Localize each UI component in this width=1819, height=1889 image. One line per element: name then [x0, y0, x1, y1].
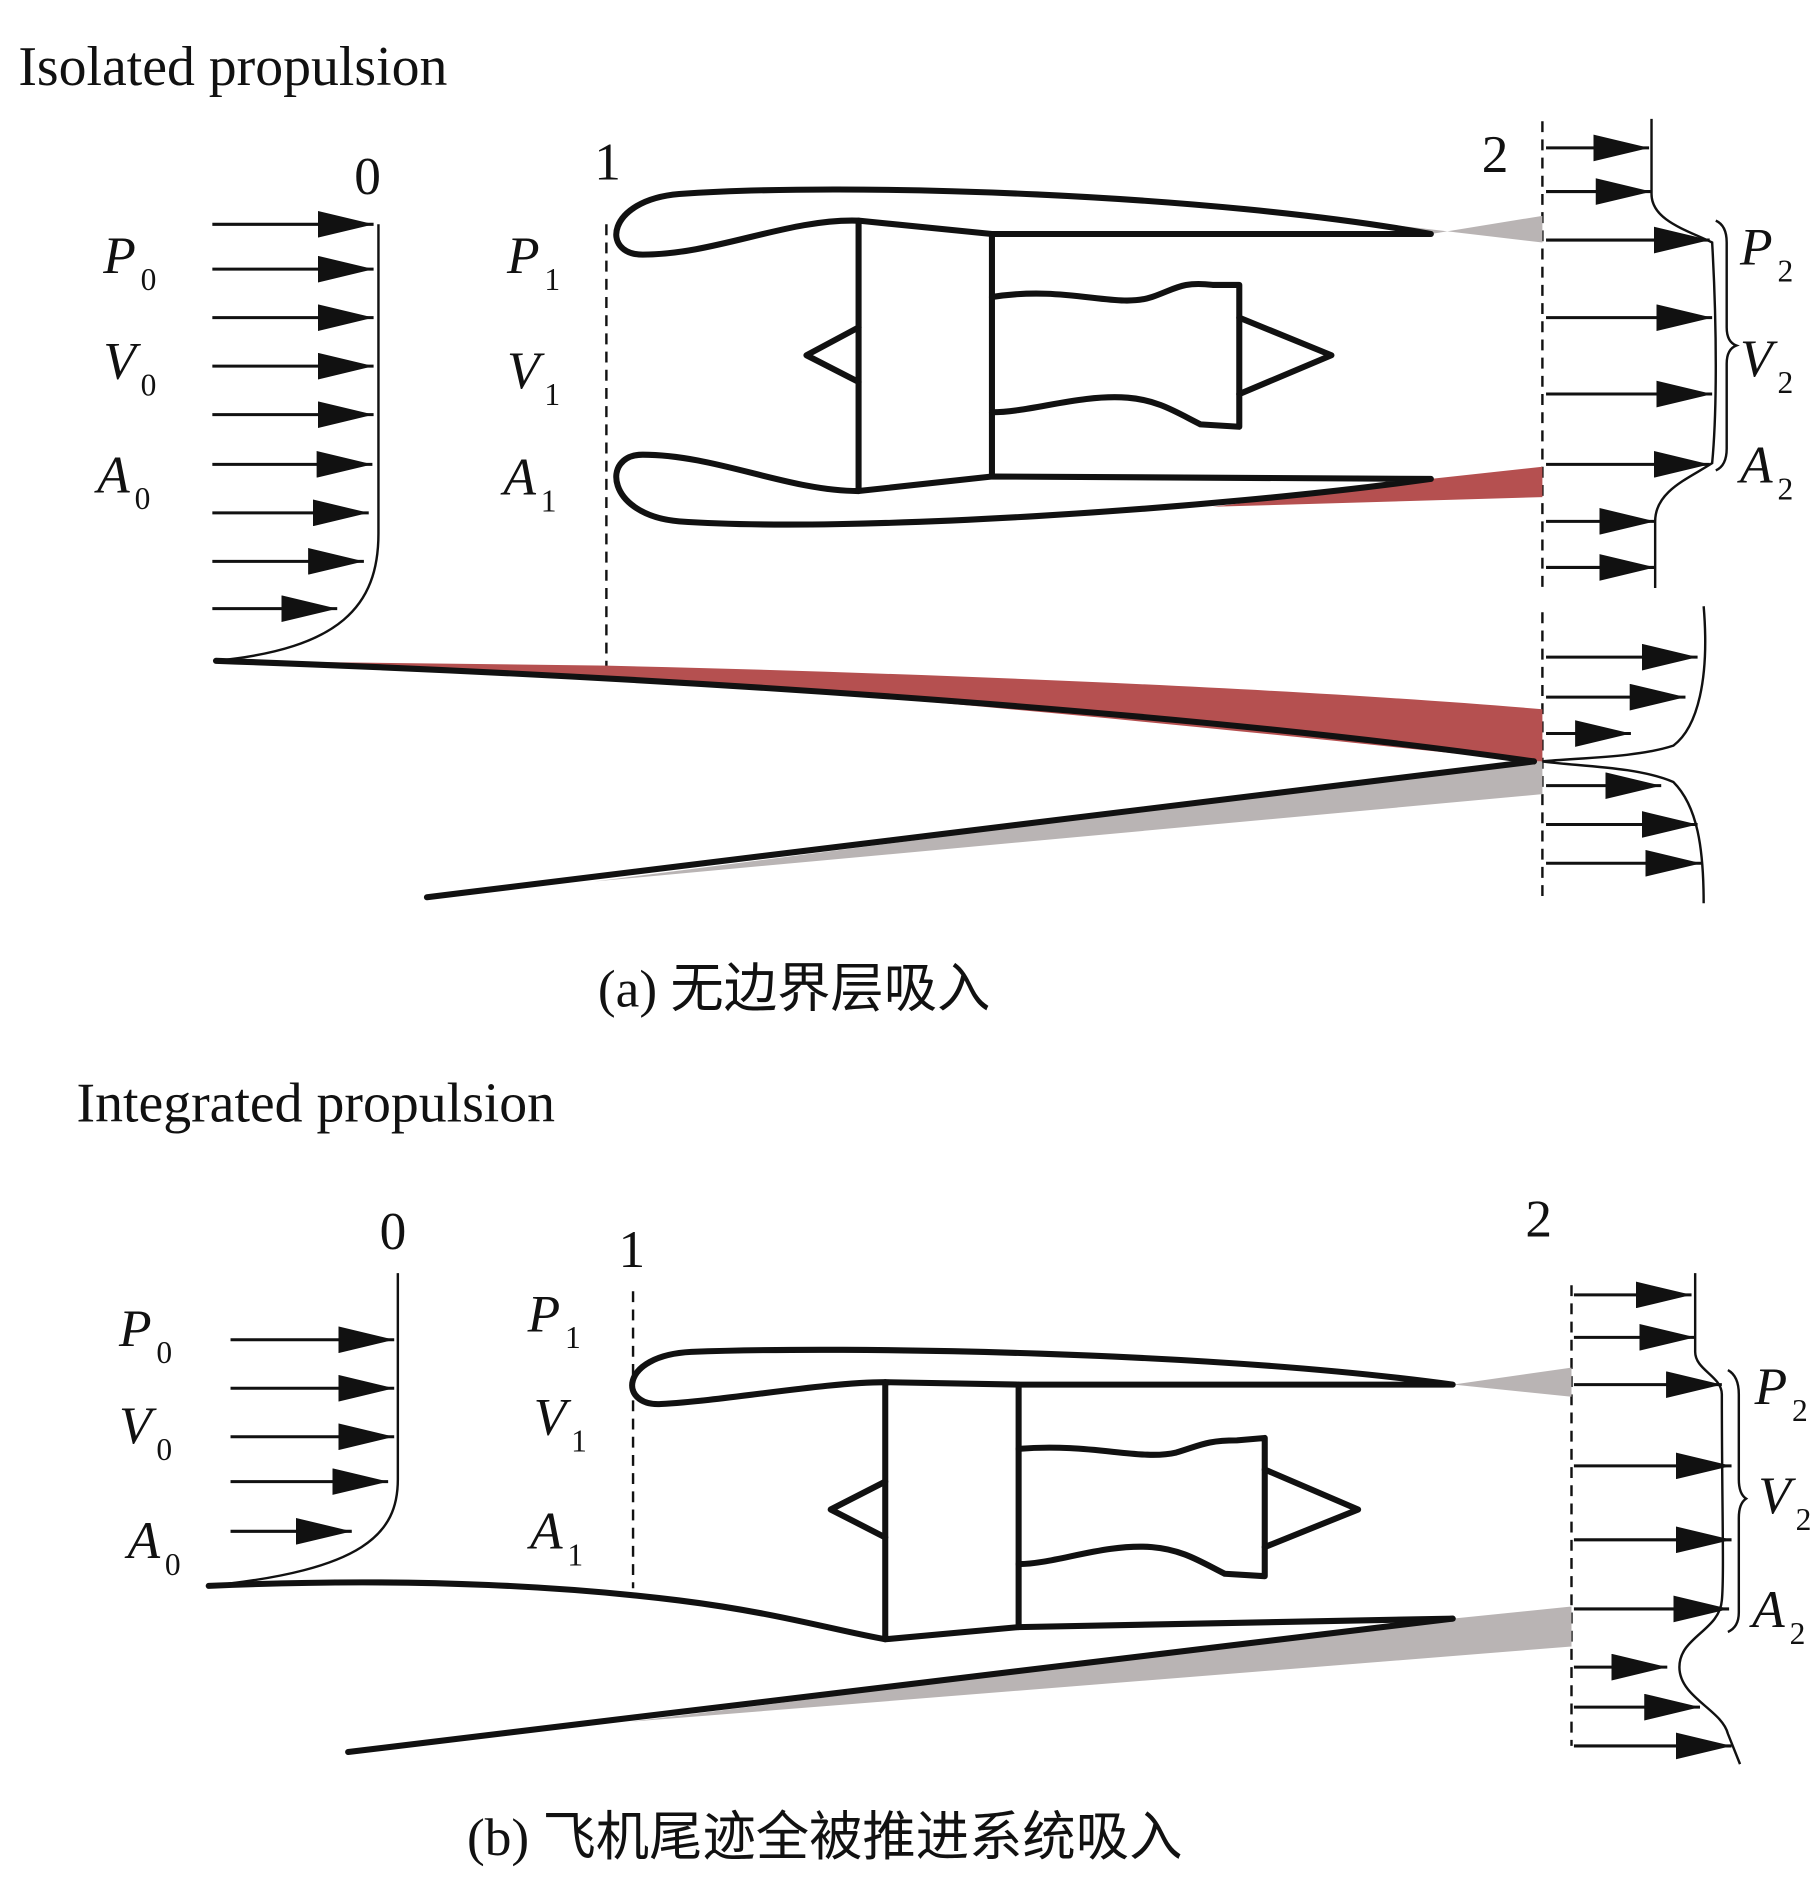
caption: (b) 飞机尾迹全被推进系统吸入 [467, 1807, 1182, 1867]
svg-text:V1: V1 [534, 1386, 587, 1458]
svg-text:V2: V2 [1740, 328, 1793, 400]
svg-text:A0: A0 [94, 444, 150, 516]
outlet-brace [1715, 219, 1740, 472]
svg-text:P0: P0 [118, 1298, 172, 1370]
fuselage-wake-red [215, 660, 1543, 762]
fuselage-upper-line [205, 1579, 1456, 1643]
outlet-arrows [1573, 1281, 1732, 1760]
outlet-brace [1727, 1369, 1749, 1634]
svg-text:V2: V2 [1758, 1465, 1811, 1537]
svg-text:P2: P2 [1739, 216, 1793, 288]
outlet-arrows [1546, 134, 1713, 877]
svg-text:V1: V1 [507, 340, 560, 412]
station-1-label: 1 [594, 131, 621, 191]
fuselage-lower-line [423, 758, 1537, 901]
station-2-label: 2 [1525, 1189, 1552, 1249]
nacelle-upper [613, 186, 1434, 258]
svg-text:A2: A2 [1737, 435, 1793, 507]
engine-core [803, 217, 1335, 495]
panel-title: Integrated propulsion [77, 1073, 556, 1135]
svg-text:P2: P2 [1754, 1356, 1808, 1428]
inlet-velocity-profile [208, 1273, 400, 1588]
svg-text:V0: V0 [119, 1395, 172, 1467]
panel-title: Isolated propulsion [18, 36, 447, 98]
station-0-label: 0 [380, 1201, 407, 1261]
fuselage-lower-line [345, 1615, 1456, 1756]
nacelle-lower [613, 451, 1434, 528]
caption: (a) 无边界层吸入 [598, 958, 991, 1018]
svg-text:A1: A1 [500, 447, 556, 519]
svg-text:P0: P0 [102, 225, 156, 297]
outlet-velocity-profile-upper [1650, 118, 1717, 589]
inlet-arrows [230, 1326, 395, 1545]
svg-text:P1: P1 [527, 1283, 581, 1355]
nacelle-upper [629, 1346, 1456, 1408]
station-0-label: 0 [354, 146, 381, 206]
outlet-velocity-profile-lower [1542, 606, 1707, 904]
fuselage-upper-line [212, 657, 1537, 765]
engine-core [827, 1379, 1362, 1643]
station-2-label: 2 [1482, 124, 1509, 184]
svg-text:A0: A0 [124, 1510, 180, 1582]
station-1-label: 1 [619, 1219, 646, 1279]
inlet-velocity-profile [215, 224, 380, 662]
svg-text:A2: A2 [1749, 1579, 1805, 1651]
svg-text:P1: P1 [506, 225, 560, 297]
svg-text:V0: V0 [103, 330, 156, 402]
inlet-arrows [212, 210, 374, 622]
svg-text:A1: A1 [527, 1500, 583, 1572]
outlet-velocity-profile [1678, 1273, 1742, 1765]
